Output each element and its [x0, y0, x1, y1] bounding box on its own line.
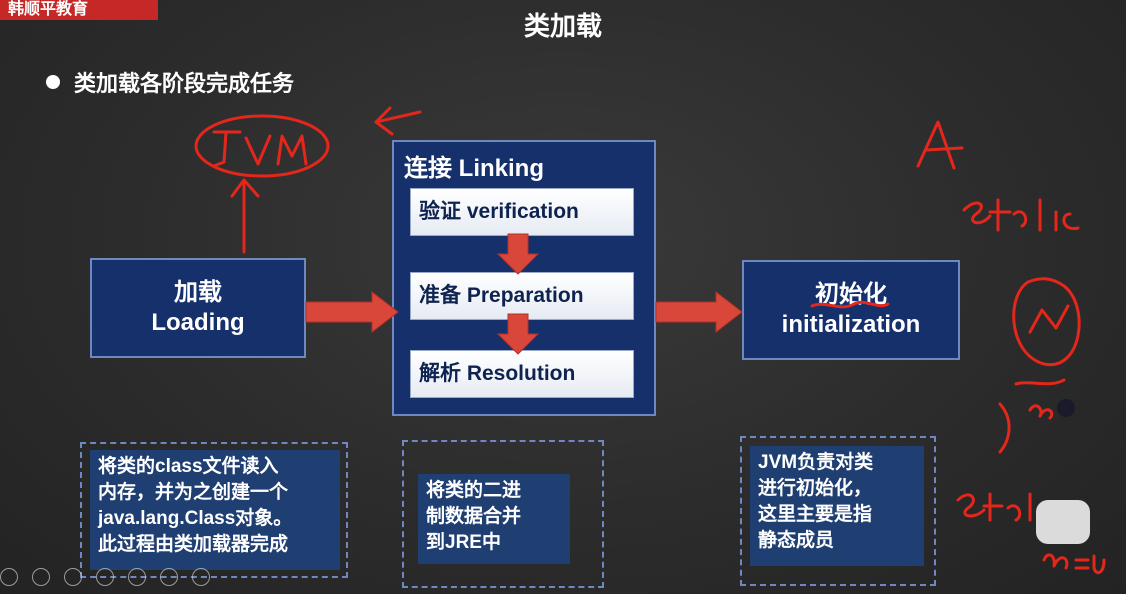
linking-title: 连接 Linking [404, 155, 544, 182]
static-blob [1012, 277, 1081, 367]
blob-zigzag [1028, 304, 1070, 334]
letter-a [916, 120, 964, 170]
step-preparation: 准备 Preparation [410, 272, 634, 320]
more-icon[interactable] [192, 568, 210, 586]
bullet-point: 类加载各阶段完成任务 [46, 66, 294, 98]
init-box: 初始化 initialization [742, 260, 960, 360]
bullet-icon [46, 75, 60, 89]
cursor-dot [1057, 399, 1075, 417]
jvm-ellipse [194, 114, 330, 178]
linking-note-line: 将类的二进 [426, 480, 522, 501]
step-resolution: 解析 Resolution [410, 350, 634, 398]
back-icon[interactable] [0, 568, 18, 586]
play-icon[interactable] [32, 568, 50, 586]
pen-icon[interactable] [64, 568, 82, 586]
jvm-letter-v [244, 134, 272, 166]
blob-underline [1014, 378, 1066, 386]
loading-note-line: 内存，并为之创建一个 [98, 482, 289, 503]
jvm-letter-m [276, 134, 308, 166]
video-logo-icon [1036, 500, 1090, 544]
init-note-line: 进行初始化， [758, 478, 873, 499]
arrow-linking-to-init [655, 290, 743, 334]
init-en: initialization [781, 311, 921, 338]
brand-logo: 韩顺平教育 [0, 0, 158, 20]
init-note-line: JVM负责对类 [758, 452, 874, 473]
presentation-toolbar [0, 568, 210, 586]
left-arrow [374, 106, 422, 136]
step-verification: 验证 verification [410, 188, 634, 236]
brace-mark [998, 402, 1011, 454]
init-note-frame [740, 436, 936, 586]
linking-box: 连接 Linking 验证 verification 准备 Preparatio… [392, 140, 656, 416]
slide-title: 类加载 [523, 11, 602, 41]
init-cn: 初始化 [815, 281, 887, 308]
linking-note-frame [402, 440, 604, 588]
loading-note-line: java.lang.Class对象。 [98, 508, 293, 529]
bullet-text: 类加载各阶段完成任务 [74, 71, 295, 96]
static-scribble-top [962, 198, 1080, 232]
loading-note-line: 此过程由类加载器完成 [98, 534, 289, 555]
init-note-line: 静态成员 [758, 530, 835, 551]
init-note-line: 这里主要是指 [758, 504, 873, 525]
linking-note-line: 制数据合并 [426, 506, 522, 527]
jvm-letter-j [212, 130, 242, 168]
arrow-loading-to-linking [305, 290, 399, 334]
loading-en: Loading [151, 309, 245, 336]
up-arrow [230, 178, 260, 254]
loading-note: 将类的class文件读入 内存，并为之创建一个 java.lang.Class对… [90, 450, 340, 570]
loading-cn: 加载 [174, 279, 222, 306]
init-note: JVM负责对类 进行初始化， 这里主要是指 静态成员 [750, 446, 924, 566]
m-equals-u [1042, 553, 1106, 575]
subtitle-icon[interactable] [160, 568, 178, 586]
loading-note-frame [80, 442, 348, 578]
camera-icon[interactable] [128, 568, 146, 586]
static-scribble-bottom [956, 492, 1032, 522]
loading-note-line: 将类的class文件读入 [98, 456, 279, 477]
linking-note-line: 到JRE中 [426, 532, 501, 553]
grid-icon[interactable] [96, 568, 114, 586]
loading-box: 加载 Loading [90, 258, 306, 358]
m-mark [1028, 404, 1054, 420]
linking-note: 将类的二进 制数据合并 到JRE中 [418, 474, 570, 564]
